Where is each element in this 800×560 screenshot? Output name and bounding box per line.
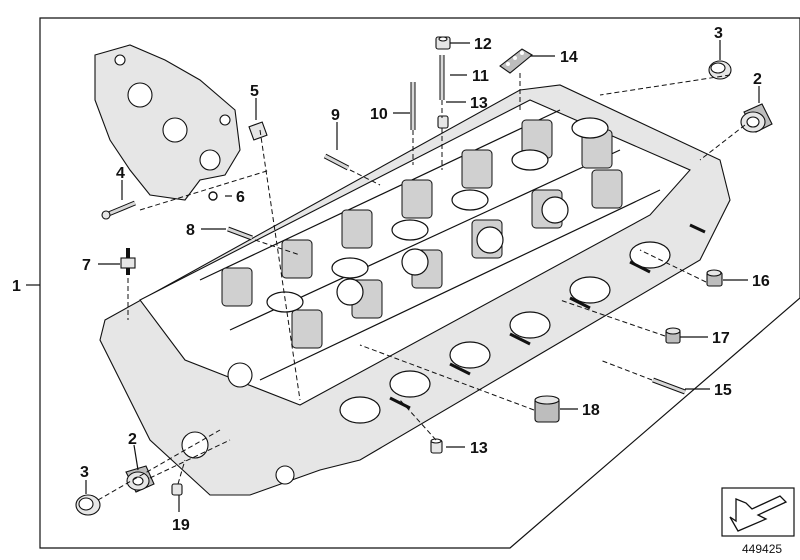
callout-numbers: 1 2 3 2 3 4 5 6 7 8 9 10 11 12 13 14 15 … <box>12 25 770 534</box>
callout-5: 5 <box>250 83 259 100</box>
document-number: 449425 <box>742 542 782 556</box>
part-4-bolt <box>101 200 136 220</box>
part-16-plug <box>706 269 723 287</box>
callout-6: 6 <box>236 189 245 206</box>
part-9-stud <box>323 153 350 171</box>
callout-13-lower: 13 <box>470 440 488 457</box>
direction-arrow-icon <box>729 495 788 532</box>
assembly-lines <box>97 73 746 501</box>
part-3-upper-cap <box>708 60 732 80</box>
callout-11: 11 <box>472 68 489 85</box>
callout-4: 4 <box>116 165 125 182</box>
part-12-nut <box>435 36 451 50</box>
part-8-stud <box>227 226 253 241</box>
callout-leaders <box>26 40 760 512</box>
part-14-gasket <box>499 48 533 74</box>
part-18-large-plug <box>534 395 560 423</box>
callout-15: 15 <box>714 382 732 399</box>
part-6-o-ring <box>208 191 218 201</box>
callout-3-upper: 3 <box>714 25 723 42</box>
callout-18: 18 <box>582 402 600 419</box>
callout-16: 16 <box>752 273 770 290</box>
callout-8: 8 <box>186 222 195 239</box>
callout-17: 17 <box>712 330 730 347</box>
callout-7: 7 <box>82 257 91 274</box>
part-15-long-stud <box>652 377 686 395</box>
part-13-upper-sleeve <box>437 115 449 129</box>
callout-9: 9 <box>331 107 340 124</box>
callout-13-upper: 13 <box>470 95 488 112</box>
callout-19: 19 <box>172 517 190 534</box>
orientation-arrow-box <box>721 487 795 537</box>
part-2-upper-seal <box>740 103 773 133</box>
callout-2-lower: 2 <box>128 431 137 448</box>
part-3-lower-cap <box>75 494 101 516</box>
part-19-sleeve <box>171 483 183 496</box>
callout-3-lower: 3 <box>80 464 89 481</box>
part-17-plug <box>665 327 681 344</box>
callout-12: 12 <box>474 36 492 53</box>
callout-10: 10 <box>370 106 388 123</box>
callout-2-upper: 2 <box>753 71 762 88</box>
part-2-lower-seal <box>125 465 155 493</box>
part-5-sleeve <box>248 121 268 141</box>
callout-14: 14 <box>560 49 578 66</box>
callout-1: 1 <box>12 278 21 295</box>
timing-bracket <box>94 44 241 201</box>
part-13-lower-sleeve <box>430 438 443 454</box>
group-frame <box>39 17 800 549</box>
cylinder-head <box>99 84 731 496</box>
part-7-stud <box>120 248 136 275</box>
